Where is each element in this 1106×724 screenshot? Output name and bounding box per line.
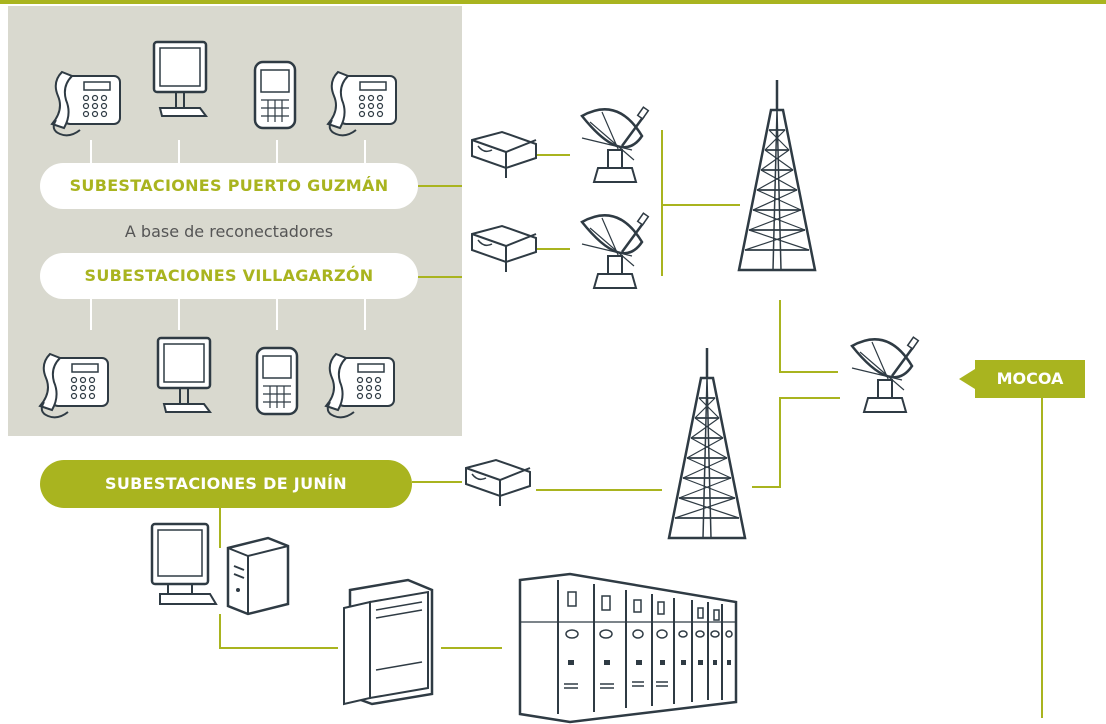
label-villagarzon: SUBESTACIONES VILLAGARZÓN <box>40 253 418 299</box>
panel-connectors <box>90 140 366 330</box>
antenna-tower-icon <box>737 78 817 272</box>
phone-icon <box>325 353 395 419</box>
phone-icon <box>39 353 109 419</box>
phone-icon <box>51 71 121 137</box>
top-accent-line <box>0 0 1106 4</box>
modem-icon <box>471 225 537 273</box>
monitor-icon <box>156 336 212 414</box>
cabinet-icon <box>343 578 434 706</box>
phone-icon <box>327 71 397 137</box>
workstation-icon <box>150 522 290 616</box>
label-mocoa: MOCOA <box>975 360 1085 398</box>
monitor-icon <box>152 40 208 118</box>
cellphone-icon <box>253 60 297 130</box>
modem-icon <box>471 131 537 179</box>
satellite-dish-icon <box>580 105 650 184</box>
satellite-dish-icon <box>850 335 920 414</box>
antenna-tower-icon <box>667 346 747 540</box>
label-reconnectors-subtitle: A base de reconectadores <box>124 222 334 241</box>
switchgear-icon <box>518 572 738 724</box>
modem-icon <box>465 459 531 507</box>
cellphone-icon <box>255 346 299 416</box>
mocoa-arrow-icon <box>959 369 975 389</box>
label-puerto-guzman: SUBESTACIONES PUERTO GUZMÁN <box>40 163 418 209</box>
network-connectors <box>219 130 1043 718</box>
satellite-dish-icon <box>580 211 650 290</box>
label-junin: SUBESTACIONES DE JUNÍN <box>40 460 412 508</box>
